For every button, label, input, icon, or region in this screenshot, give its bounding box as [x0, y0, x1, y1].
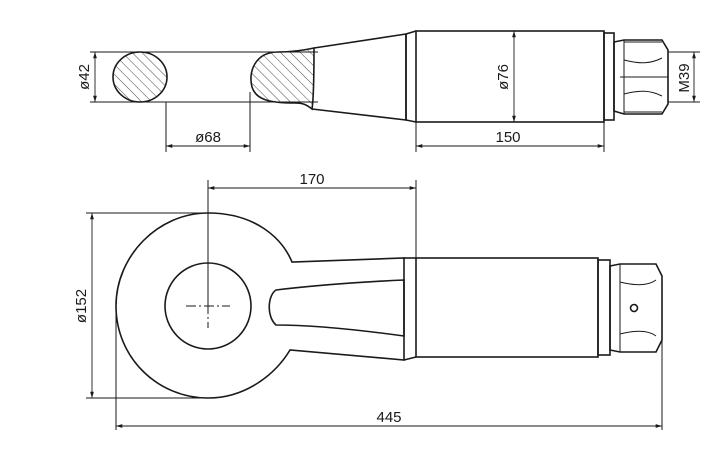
- hex-nut-front: [609, 263, 663, 353]
- hex-nut: [613, 39, 669, 115]
- dim-body-diameter: ø76: [495, 64, 512, 90]
- dim-eye-outer: ø152: [73, 289, 90, 323]
- tapered-shank: [311, 33, 407, 121]
- body-end-ring: [603, 32, 615, 121]
- neck-slot: [268, 279, 405, 337]
- eye-section-right: [250, 47, 315, 111]
- dim-eye-section: ø42: [76, 64, 93, 90]
- eye-section-left: [112, 51, 168, 103]
- body-cylinder-front: [415, 257, 599, 358]
- body-end-ring-front: [597, 259, 611, 356]
- front-view: 170 ø152 445: [73, 171, 663, 430]
- dim-center-to-body: 170: [299, 171, 324, 188]
- dim-body-length: 150: [495, 129, 520, 146]
- eye-ring-outline: [115, 212, 405, 399]
- top-view: ø42 ø68 ø76 150 M39: [76, 30, 700, 152]
- nut-pin-hole: [629, 303, 639, 313]
- dim-thread: M39: [676, 63, 693, 92]
- dim-eye-spacing: ø68: [195, 129, 221, 146]
- dim-overall-length: 445: [376, 409, 401, 426]
